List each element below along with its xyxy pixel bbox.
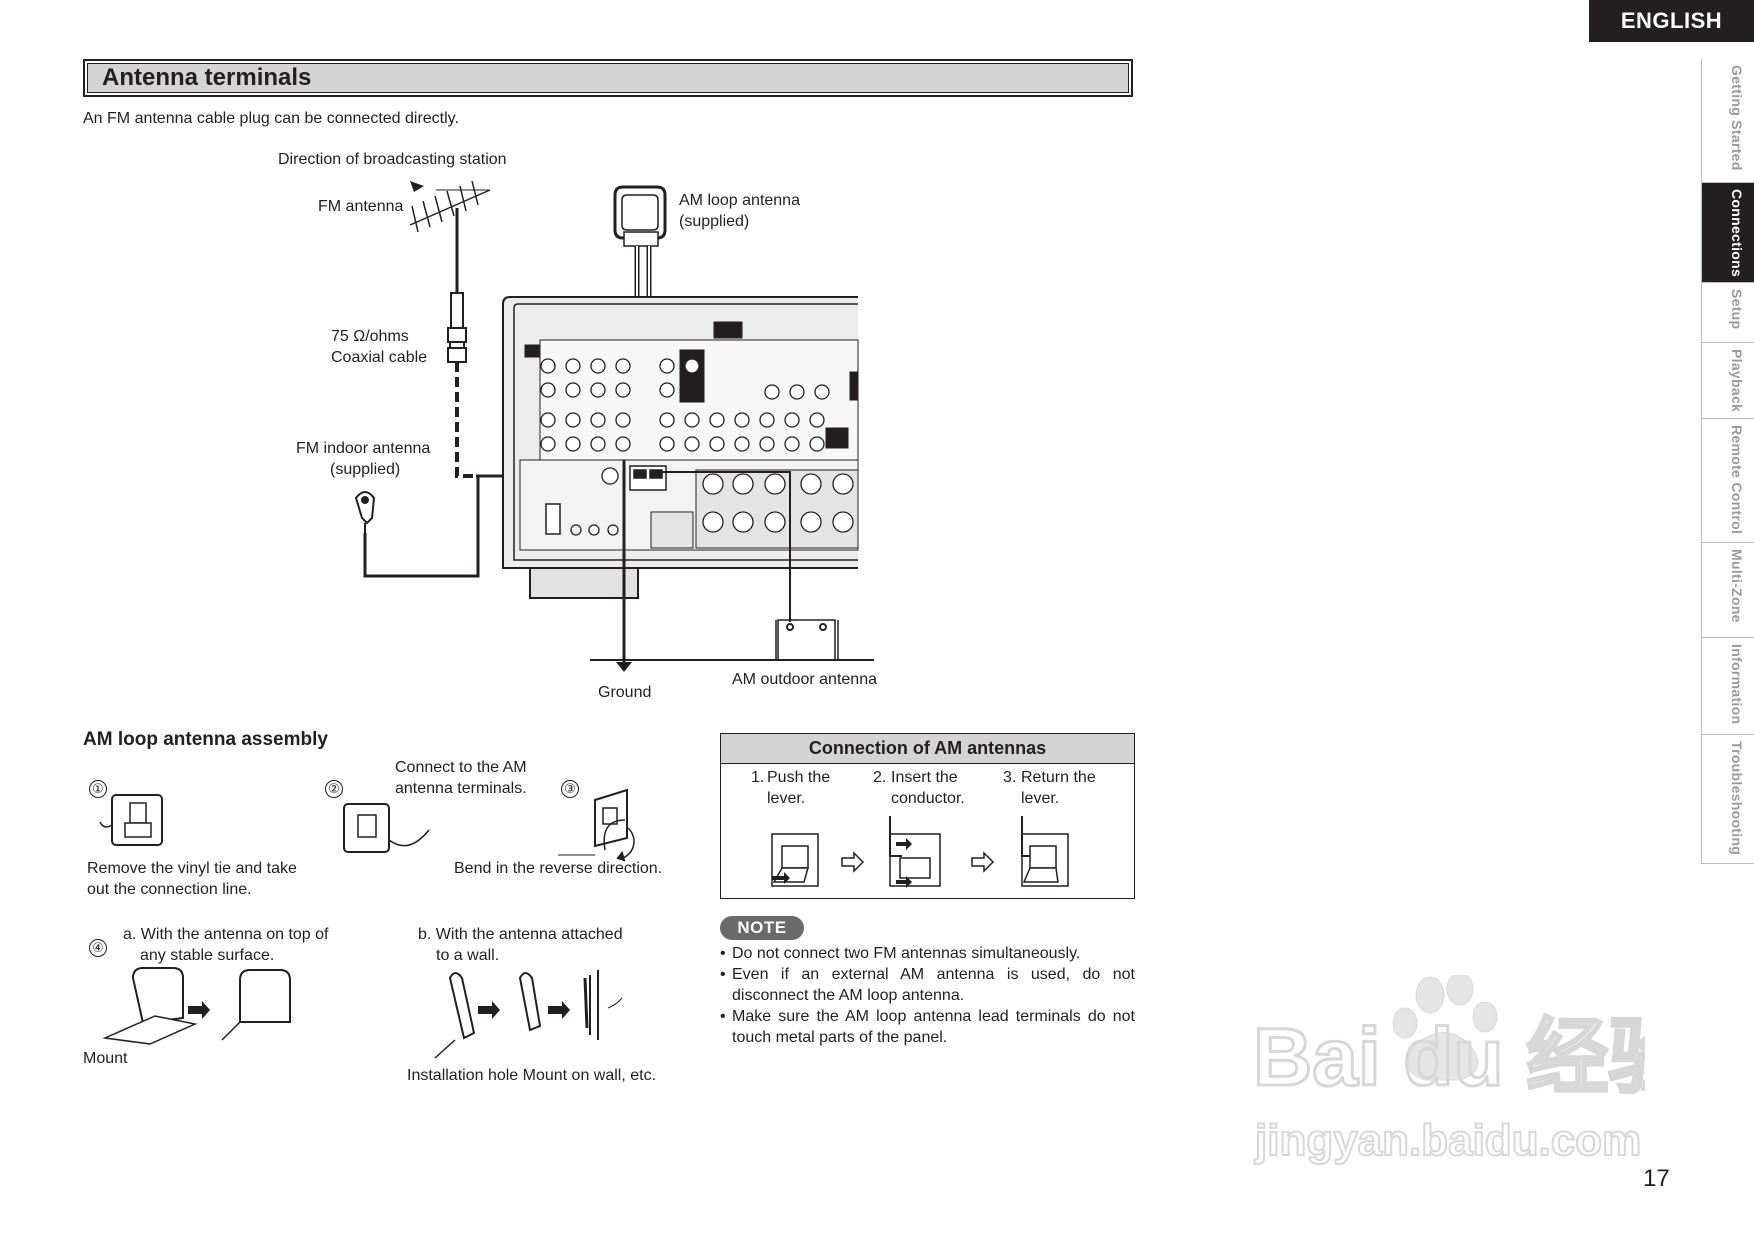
step4-number: ④ — [89, 939, 107, 957]
watermark-line2: jingyan.baidu.com — [1254, 1116, 1641, 1165]
step2-number: ② — [325, 780, 343, 798]
conn-step2-num: 2. — [873, 769, 887, 786]
side-tab-label: Connections — [1729, 189, 1745, 278]
mount-label: Mount — [83, 1050, 128, 1067]
step3-number: ③ — [561, 780, 579, 798]
intro-text: An FM antenna cable plug can be connecte… — [83, 110, 459, 127]
am-loop-label: AM loop antenna — [679, 192, 800, 209]
loop-antenna-step2-icon — [343, 803, 430, 853]
am-terminal-block — [629, 465, 667, 491]
direction-label: Direction of broadcasting station — [278, 151, 507, 168]
conn-step1-line1: Push the — [767, 769, 831, 786]
connection-illustrations — [771, 816, 1069, 888]
note-list: Do not connect two FM antennas simultane… — [720, 943, 1135, 1048]
section-title: Antenna terminals — [83, 59, 1133, 97]
rear-panel-jacks — [540, 358, 854, 536]
loop-antenna-step1-icon — [99, 794, 163, 846]
side-tab-information[interactable]: Information — [1702, 638, 1754, 735]
side-tab-multi-zone[interactable]: Multi-Zone — [1702, 543, 1754, 638]
am-outdoor-label: AM outdoor antenna — [732, 671, 877, 688]
note-badge: NOTE — [720, 916, 804, 940]
step2-text-2: antenna terminals. — [395, 780, 527, 797]
side-tab-label: Multi-Zone — [1729, 549, 1745, 623]
side-tabs: Getting Started Connections Setup Playba… — [1701, 59, 1754, 864]
conn-step1-line2: lever. — [767, 790, 806, 807]
connection-title: Connection of AM antennas — [721, 734, 1134, 764]
side-tab-troubleshooting[interactable]: Troubleshooting — [1702, 735, 1754, 864]
fm-indoor-antenna-icon — [354, 491, 376, 533]
side-tab-getting-started[interactable]: Getting Started — [1702, 59, 1754, 183]
loop-antenna-wall-icon — [434, 970, 623, 1059]
arrow-icon — [478, 1001, 500, 1019]
assembly-illustrations — [99, 788, 635, 1059]
step4b-text-2: to a wall. — [436, 947, 500, 964]
side-tab-label: Information — [1729, 644, 1745, 725]
step2-text-1: Connect to the AM — [395, 759, 527, 776]
coax-ohms-label: 75 Ω/ohms — [331, 328, 409, 345]
assembly-title: AM loop antenna assembly — [83, 729, 328, 750]
installation-label: Installation hole Mount on wall, etc. — [407, 1067, 657, 1084]
fm-indoor-label: FM indoor antenna — [296, 440, 431, 457]
note-item: Make sure the AM loop antenna lead termi… — [720, 1006, 1135, 1048]
ground-label: Ground — [598, 684, 652, 701]
step1-number: ① — [89, 780, 107, 798]
language-tab: ENGLISH — [1589, 0, 1754, 42]
terminal-return-lever-icon — [1021, 816, 1069, 887]
step4a-text-2: any stable surface. — [140, 947, 275, 964]
page-number: 17 — [1643, 1165, 1670, 1192]
loop-antenna-stand-icon — [102, 967, 291, 1045]
coaxial-connector-icon — [447, 292, 467, 363]
fm-antenna-icon — [409, 180, 491, 295]
fm-antenna-label: FM antenna — [318, 198, 404, 215]
fm-indoor-supplied: (supplied) — [330, 461, 401, 478]
conn-step1-num: 1. — [751, 769, 765, 786]
fm-indoor-cable — [363, 476, 480, 578]
conn-step3-num: 3. — [1003, 769, 1017, 786]
arrow-icon — [548, 1001, 570, 1019]
watermark-line1: Bai du 经验 — [1253, 1012, 1645, 1103]
ground-wire — [590, 460, 874, 672]
step3-text: Bend in the reverse direction. — [454, 860, 663, 877]
side-tab-label: Playback — [1729, 349, 1745, 413]
conn-step2-line2: conductor. — [891, 790, 965, 807]
side-tab-playback[interactable]: Playback — [1702, 343, 1754, 419]
am-loop-supplied: (supplied) — [679, 213, 750, 230]
connection-box: Connection of AM antennas — [720, 733, 1135, 899]
side-tab-remote-control[interactable]: Remote Control — [1702, 419, 1754, 543]
step4b-text-1: b. With the antenna attached — [418, 926, 623, 943]
am-outdoor-antenna-icon — [660, 471, 839, 660]
conn-step3-line2: lever. — [1021, 790, 1060, 807]
side-tab-label: Remote Control — [1729, 425, 1745, 535]
side-tab-connections[interactable]: Connections — [1702, 183, 1754, 283]
baidu-watermark-logo: Bai du 经验 jingyan.baidu.com — [1252, 975, 1645, 1166]
side-tab-setup[interactable]: Setup — [1702, 283, 1754, 343]
loop-antenna-step3-icon — [558, 788, 635, 862]
conn-step2-line1: Insert the — [891, 769, 958, 786]
note-item: Even if an external AM antenna is used, … — [720, 964, 1135, 1006]
side-tab-label: Setup — [1729, 289, 1745, 330]
step1-text-1: Remove the vinyl tie and take — [87, 860, 297, 877]
conn-step3-line1: Return the — [1021, 769, 1096, 786]
side-tab-label: Troubleshooting — [1729, 741, 1745, 856]
coax-cable-label: Coaxial cable — [331, 349, 428, 366]
step1-text-2: out the connection line. — [87, 881, 252, 898]
outline-arrow-icon — [841, 851, 865, 873]
terminal-push-lever-icon — [771, 833, 819, 887]
outline-arrow-icon — [971, 851, 995, 873]
coaxial-cable — [455, 362, 476, 478]
step4a-text-1: a. With the antenna on top of — [123, 926, 329, 943]
terminal-insert-conductor-icon — [889, 816, 941, 888]
section-title-text: Antenna terminals — [87, 63, 1129, 93]
arrow-icon — [188, 1001, 210, 1019]
receiver-rear-panel — [502, 296, 859, 599]
note-item: Do not connect two FM antennas simultane… — [720, 943, 1135, 964]
side-tab-label: Getting Started — [1729, 65, 1745, 171]
am-loop-antenna-icon — [613, 185, 667, 247]
